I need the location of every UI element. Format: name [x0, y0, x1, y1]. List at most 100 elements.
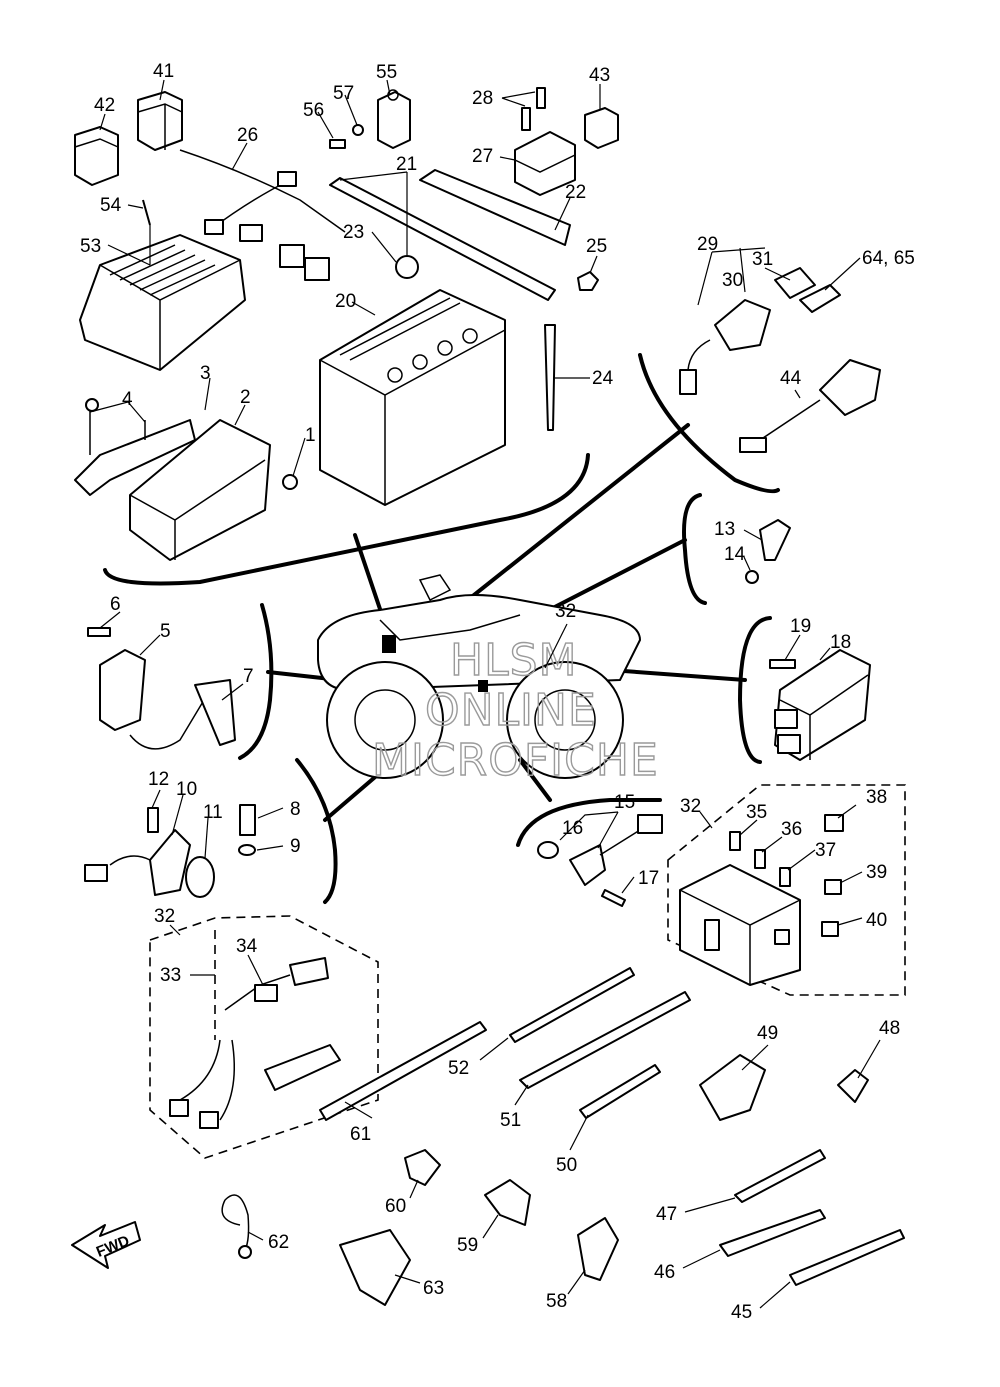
label-47[interactable]: 47	[656, 1204, 677, 1225]
label-7[interactable]: 7	[243, 666, 254, 687]
label-2[interactable]: 2	[240, 387, 251, 408]
label-12[interactable]: 12	[148, 769, 169, 790]
label-36[interactable]: 36	[781, 819, 802, 840]
sensor-10[interactable]	[84, 829, 191, 896]
label-32-harness[interactable]: 32	[154, 906, 175, 927]
fuse-36[interactable]	[754, 849, 766, 869]
label-57[interactable]: 57	[333, 83, 354, 104]
label-62[interactable]: 62	[268, 1232, 289, 1253]
label-18[interactable]: 18	[830, 632, 851, 653]
label-51[interactable]: 51	[500, 1110, 521, 1131]
label-6[interactable]: 6	[110, 594, 121, 615]
ignition-coil-5[interactable]	[99, 649, 236, 750]
label-11[interactable]: 11	[203, 802, 223, 823]
label-37[interactable]: 37	[815, 840, 836, 861]
cable-tie-47[interactable]	[734, 1149, 826, 1203]
starter-relay-55[interactable]	[377, 89, 411, 149]
socket-44[interactable]	[739, 359, 881, 453]
key-64-65[interactable]	[799, 284, 841, 313]
label-33[interactable]: 33	[160, 965, 181, 986]
clamp-49[interactable]	[699, 1054, 766, 1121]
clamp-48[interactable]	[837, 1069, 869, 1103]
label-52[interactable]: 52	[448, 1058, 469, 1079]
label-45[interactable]: 45	[731, 1302, 752, 1323]
label-5[interactable]: 5	[160, 621, 171, 642]
label-64-65[interactable]: 64, 65	[862, 248, 915, 269]
label-3[interactable]: 3	[200, 363, 211, 384]
label-10[interactable]: 10	[176, 779, 197, 800]
band-46[interactable]	[719, 1209, 826, 1257]
label-24[interactable]: 24	[592, 368, 614, 389]
rectifier-18[interactable]	[774, 649, 871, 761]
label-19[interactable]: 19	[790, 616, 811, 637]
label-1[interactable]: 1	[305, 425, 316, 446]
screw-54[interactable]	[142, 199, 151, 226]
label-58[interactable]: 58	[546, 1291, 567, 1312]
label-55[interactable]: 55	[376, 62, 397, 83]
gasket-14[interactable]	[745, 570, 759, 584]
o-ring-11[interactable]	[185, 856, 215, 898]
relay-27[interactable]	[514, 131, 576, 196]
label-21[interactable]: 21	[396, 154, 417, 175]
label-27[interactable]: 27	[472, 146, 493, 167]
fuse-35[interactable]	[729, 831, 741, 851]
label-48[interactable]: 48	[879, 1018, 900, 1039]
band-21[interactable]	[329, 177, 556, 301]
harness-26[interactable]	[179, 149, 346, 281]
label-53[interactable]: 53	[80, 236, 101, 257]
label-40[interactable]: 40	[866, 910, 887, 931]
o-ring-16[interactable]	[537, 841, 559, 859]
holder-63[interactable]	[339, 1229, 411, 1306]
nut-25[interactable]	[577, 271, 599, 291]
label-38[interactable]: 38	[866, 787, 887, 808]
clamp-59[interactable]	[484, 1179, 531, 1226]
label-50[interactable]: 50	[556, 1155, 577, 1176]
relay-41[interactable]	[137, 91, 183, 151]
label-13[interactable]: 13	[714, 519, 735, 540]
fuse-37[interactable]	[779, 867, 791, 887]
relay-43[interactable]	[584, 107, 619, 149]
label-14[interactable]: 14	[724, 544, 746, 565]
label-9[interactable]: 9	[290, 836, 301, 857]
clamp-62[interactable]	[221, 1194, 250, 1251]
label-39[interactable]: 39	[866, 862, 887, 883]
label-43[interactable]: 43	[589, 65, 610, 86]
label-61[interactable]: 61	[350, 1124, 371, 1145]
cable-tie-52[interactable]	[509, 967, 635, 1043]
cable-tie-61[interactable]	[319, 1021, 487, 1121]
label-60[interactable]: 60	[385, 1196, 406, 1217]
label-32-vehicle[interactable]: 32	[555, 601, 576, 622]
fuse-39[interactable]	[824, 879, 842, 895]
rod-24[interactable]	[544, 324, 556, 431]
battery-20[interactable]	[319, 289, 506, 506]
bolt-1[interactable]	[282, 474, 298, 490]
label-42[interactable]: 42	[94, 95, 115, 116]
label-26[interactable]: 26	[237, 125, 258, 146]
ecu-module-53[interactable]	[79, 234, 246, 371]
bolt-19[interactable]	[769, 659, 796, 669]
fuse-38[interactable]	[824, 814, 844, 832]
label-32-fusebox[interactable]: 32	[680, 796, 701, 817]
bolt-28a[interactable]	[521, 107, 531, 131]
label-35[interactable]: 35	[746, 802, 767, 823]
label-31[interactable]: 31	[752, 249, 773, 270]
label-22[interactable]: 22	[565, 182, 586, 203]
gasket-9[interactable]	[238, 844, 256, 856]
label-8[interactable]: 8	[290, 799, 301, 820]
label-41[interactable]: 41	[153, 61, 174, 82]
label-30[interactable]: 30	[722, 270, 743, 291]
label-28[interactable]: 28	[472, 88, 493, 109]
label-34[interactable]: 34	[236, 936, 258, 957]
bolt-6[interactable]	[87, 627, 111, 637]
cable-tie-50[interactable]	[579, 1064, 661, 1119]
label-56[interactable]: 56	[303, 100, 324, 121]
band-22[interactable]	[419, 169, 571, 246]
key-31[interactable]	[774, 267, 816, 299]
sensor-13[interactable]	[759, 519, 791, 561]
label-29[interactable]: 29	[697, 234, 718, 255]
label-49[interactable]: 49	[757, 1023, 778, 1044]
bolt-28b[interactable]	[536, 87, 546, 109]
fuse-box[interactable]	[679, 864, 801, 986]
main-switch-29[interactable]	[679, 299, 771, 395]
label-16[interactable]: 16	[562, 818, 583, 839]
